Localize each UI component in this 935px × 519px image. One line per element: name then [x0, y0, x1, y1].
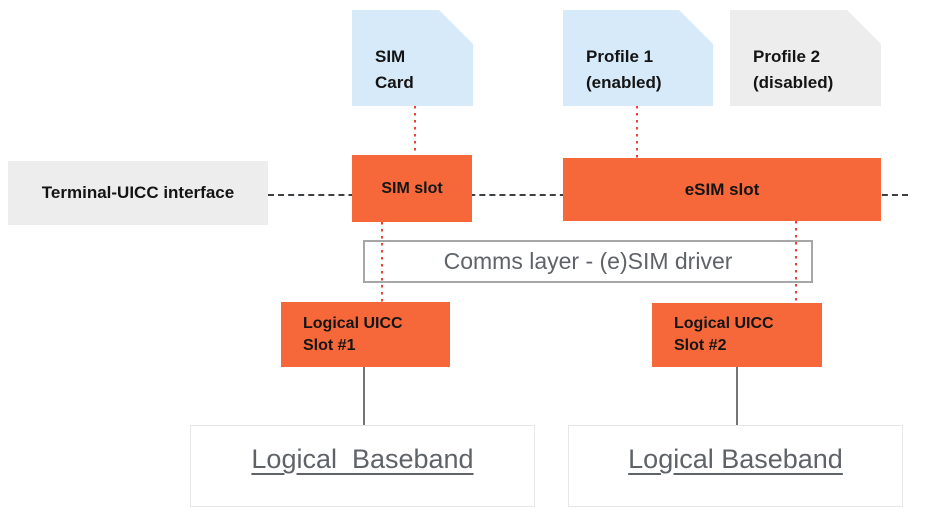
sim-card-label-line1: SIM — [375, 47, 406, 66]
connector-esimslot-to-uicc2 — [795, 221, 797, 303]
profile-1-card-shape: Profile 1 (enabled) — [563, 10, 713, 106]
logical-uicc-slot-1-box: Logical UICC Slot #1 — [281, 302, 450, 367]
sim-card-label-line2: Card — [375, 73, 414, 92]
comms-layer-box: Comms layer - (e)SIM driver — [363, 240, 813, 283]
connector-simcard-to-simslot — [414, 106, 416, 155]
connector-uicc1-to-baseband1 — [363, 367, 365, 425]
logical-baseband-1-box: Logical Baseband — [190, 425, 535, 507]
uicc-2-label-line1: Logical UICC — [674, 315, 774, 332]
profile-2-label-line2: (disabled) — [753, 73, 834, 92]
sim-card-shape: SIM Card — [352, 10, 473, 106]
profile-2-label-line1: Profile 2 — [753, 47, 821, 66]
profile-1-label-line2: (enabled) — [586, 73, 662, 92]
sim-slot-box: SIM slot — [352, 155, 472, 222]
logical-baseband-2-box: Logical Baseband — [568, 425, 903, 507]
logical-baseband-1-label: Logical Baseband — [251, 444, 474, 474]
esim-slot-box: eSIM slot — [563, 158, 881, 221]
uicc-1-label-line1: Logical UICC — [303, 314, 403, 332]
logical-uicc-slot-2-box: Logical UICC Slot #2 — [652, 303, 822, 367]
uicc-2-label-line2: Slot #2 — [674, 337, 727, 354]
logical-baseband-2-label: Logical Baseband — [628, 444, 843, 474]
profile-1-label-line1: Profile 1 — [586, 47, 654, 66]
connector-profile1-to-esimslot — [636, 106, 638, 158]
uicc-1-label-line2: Slot #1 — [303, 336, 356, 354]
terminal-uicc-interface-label: Terminal-UICC interface — [8, 161, 268, 225]
profile-2-card-shape: Profile 2 (disabled) — [730, 10, 881, 106]
connector-simslot-to-uicc1 — [381, 222, 383, 302]
connector-uicc2-to-baseband2 — [736, 367, 738, 425]
